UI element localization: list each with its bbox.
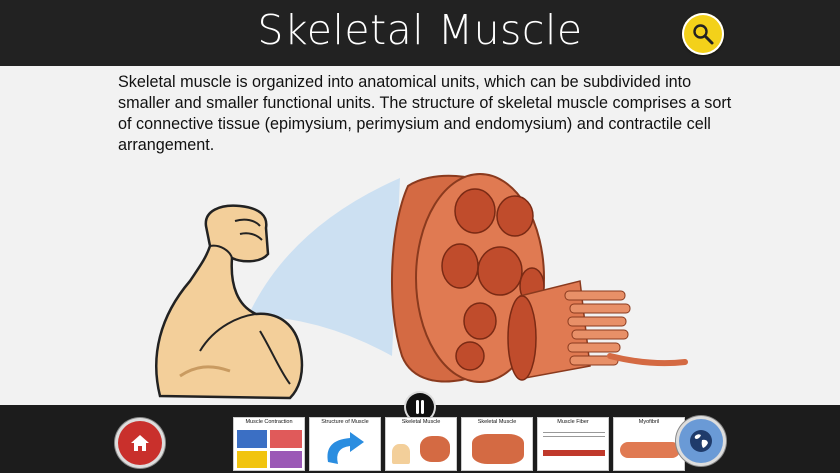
footer-bar: Muscle Contraction Structure of Muscle S… [0, 393, 840, 473]
muscle-illustration [155, 173, 688, 400]
thumbnail-1[interactable]: Muscle Contraction [233, 417, 305, 471]
thumbnail-2[interactable]: Structure of Muscle [309, 417, 381, 471]
thumbnail-label: Structure of Muscle [321, 419, 369, 425]
thumbnail-5[interactable]: Muscle Fiber [537, 417, 609, 471]
thumbnail-6[interactable]: Myofibril [613, 417, 685, 471]
skeleton-toggle-button[interactable] [406, 393, 434, 421]
header-bar: Skeletal Muscle [0, 0, 840, 66]
home-icon [131, 435, 149, 451]
muscle-cross-section-drawing [390, 173, 688, 383]
thumbnail-4[interactable]: Skeletal Muscle [461, 417, 533, 471]
magnifier-icon [693, 24, 714, 45]
bone-icon [416, 400, 424, 414]
search-button[interactable] [682, 13, 724, 55]
thumbnail-label: Muscle Fiber [557, 419, 589, 425]
home-button[interactable] [118, 421, 162, 465]
thumbnail-label: Skeletal Muscle [401, 419, 441, 425]
flexed-arm-drawing [155, 204, 304, 400]
thumbnail-label: Muscle Contraction [245, 419, 293, 425]
page-title: Skeletal Muscle [257, 6, 583, 54]
content-area: Skeletal muscle is organized into anatom… [0, 66, 840, 405]
globe-button[interactable] [679, 419, 723, 463]
description-text: Skeletal muscle is organized into anatom… [118, 73, 732, 154]
slide-thumbnail-strip: Muscle Contraction Structure of Muscle S… [233, 417, 685, 471]
globe-icon [690, 430, 712, 452]
thumbnail-label: Myofibril [638, 419, 660, 425]
thumbnail-label: Skeletal Muscle [477, 419, 517, 425]
thumbnail-arrow-graphic [327, 432, 364, 464]
thumbnail-3[interactable]: Skeletal Muscle [385, 417, 457, 471]
